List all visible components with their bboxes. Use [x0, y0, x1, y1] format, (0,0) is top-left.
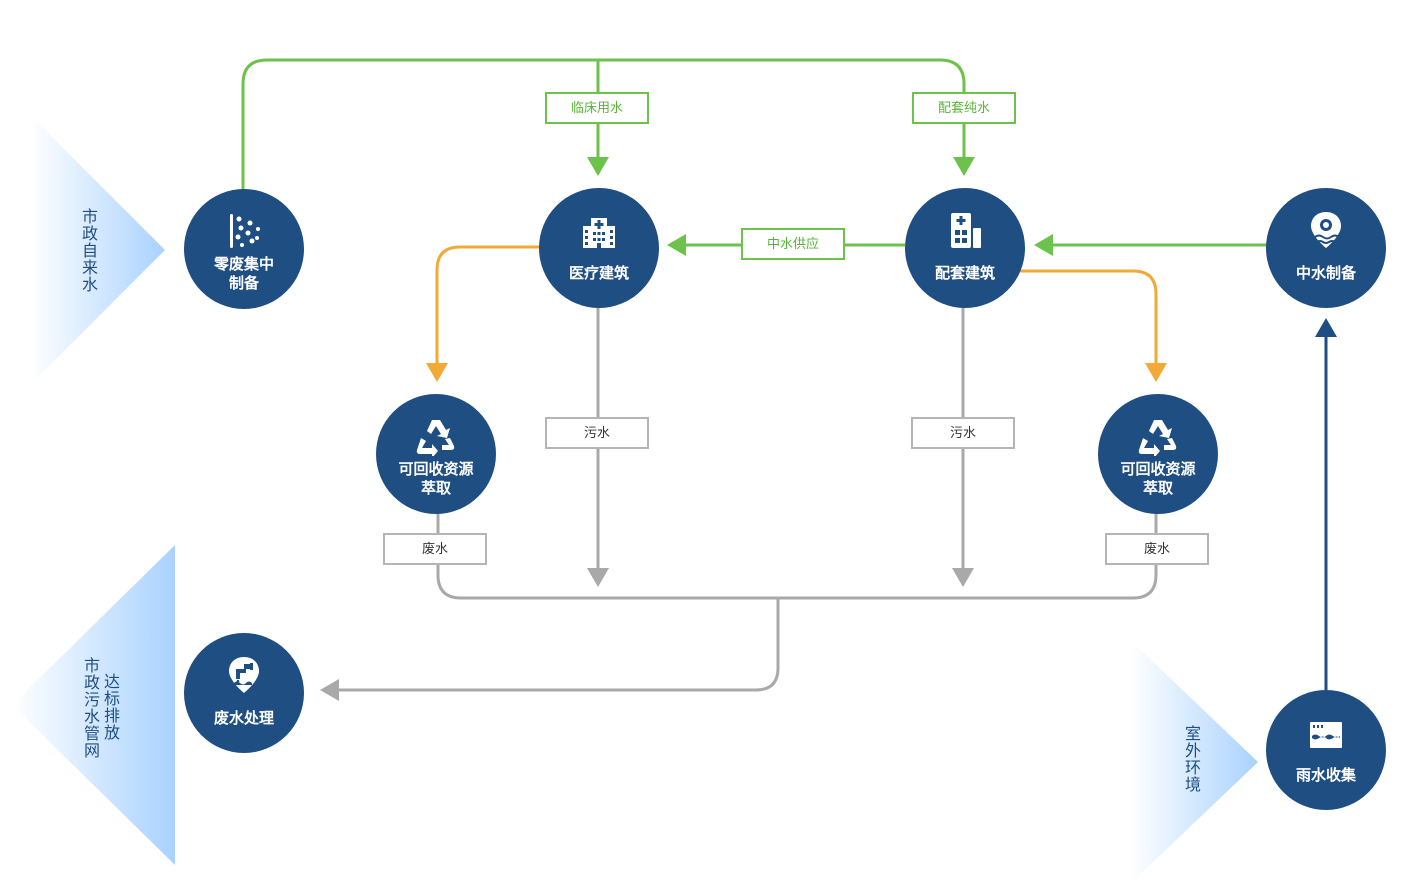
source-arrow-tap: [30, 115, 165, 385]
label-discharge-standard: 达标排放: [103, 672, 120, 742]
green-arrowheads: [587, 157, 1053, 256]
node-label-waste-treatment: 废水处理: [213, 709, 274, 727]
water-pin-icon: [1266, 210, 1386, 250]
node-label-recycle-left: 可回收资源 萃取: [398, 460, 474, 497]
tag-wastewater-left: 废水: [383, 533, 487, 565]
source-arrow-outdoor: [1130, 640, 1258, 884]
water-tank-icon: [1266, 712, 1386, 752]
green-flows: [241, 58, 1268, 247]
tag-clinical-water: 临床用水: [545, 92, 649, 124]
node-recycle-right[interactable]: 可回收资源 萃取: [1098, 394, 1218, 514]
node-label-reclaimed-prep: 中水制备: [1295, 264, 1356, 282]
blue-arrowhead: [1315, 318, 1337, 337]
node-zero-waste[interactable]: 零废集中 制备: [184, 189, 304, 309]
label-municipal-tap: 市政自来水: [81, 207, 98, 294]
tag-sewage-right: 污水: [911, 417, 1015, 449]
node-recycle-left[interactable]: 可回收资源 萃取: [376, 394, 496, 514]
gray-arrowheads: [320, 568, 974, 701]
node-label-recycle-right: 可回收资源 萃取: [1120, 460, 1196, 497]
tag-reclaimed-supply: 中水供应: [741, 228, 845, 260]
tag-wastewater-right: 废水: [1105, 533, 1209, 565]
hospital-icon: [539, 210, 659, 250]
node-rain-collection[interactable]: 雨水收集: [1266, 690, 1386, 810]
water-drops-icon: [184, 211, 304, 251]
orange-arrowheads: [426, 363, 1167, 382]
node-support[interactable]: 配套建筑: [905, 188, 1025, 308]
label-outdoor: 室外环境: [1184, 724, 1201, 794]
tag-pure-water: 配套纯水: [912, 92, 1016, 124]
node-label-support: 配套建筑: [934, 264, 995, 282]
node-reclaimed-prep[interactable]: 中水制备: [1266, 188, 1386, 308]
recycle-icon: [1098, 416, 1218, 456]
source-arrow-sewer: [12, 545, 175, 865]
node-medical[interactable]: 医疗建筑: [539, 188, 659, 308]
node-label-zero-waste: 零废集中 制备: [213, 255, 274, 292]
tag-sewage-left: 污水: [545, 417, 649, 449]
node-waste-treatment[interactable]: 废水处理: [184, 633, 304, 753]
pipe-drain-icon: [184, 655, 304, 695]
building-icon: [905, 210, 1025, 250]
node-label-medical: 医疗建筑: [568, 264, 629, 282]
recycle-icon: [376, 416, 496, 456]
node-label-rain-collection: 雨水收集: [1295, 766, 1356, 784]
label-municipal-sewer: 市政污水管网: [83, 656, 100, 760]
orange-flows: [435, 245, 1158, 366]
